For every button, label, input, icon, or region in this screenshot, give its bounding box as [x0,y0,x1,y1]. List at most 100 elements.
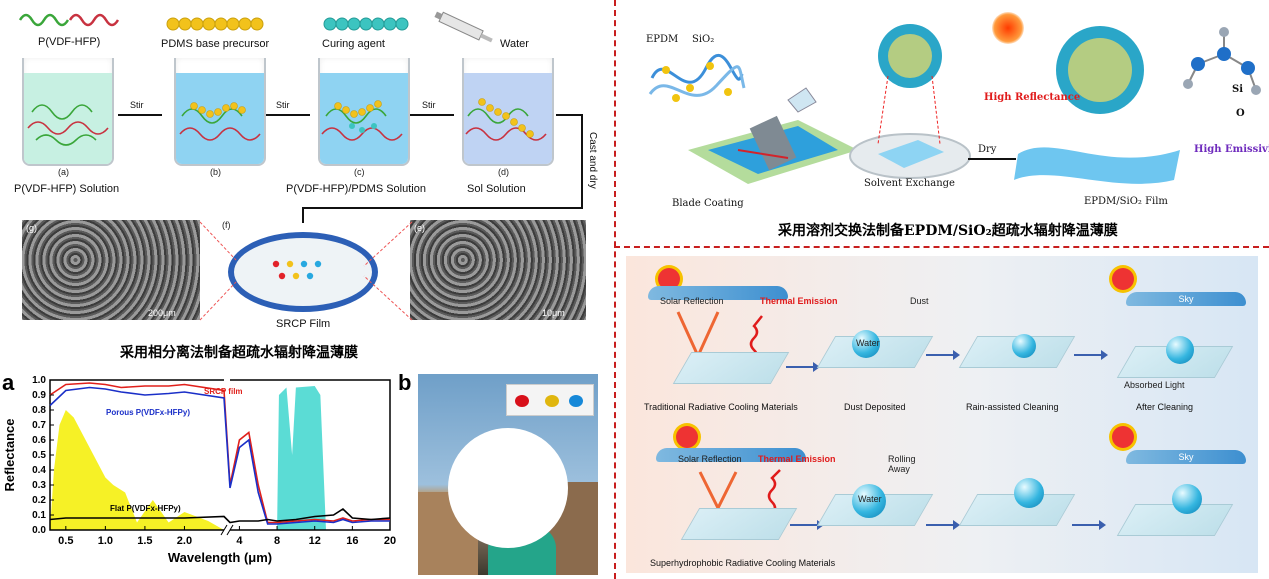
row1-water-label: Water [856,338,880,348]
solvent-exchange-label: Solvent Exchange [864,178,955,189]
stir-label-2: Stir [276,100,290,110]
row2-drop-2 [852,484,886,518]
si-label: Si [1232,84,1244,95]
pdms-beads-icon [166,17,264,31]
top-right-chinese-title: 采用溶剂交换法制备EPDM/SiO₂超疏水辐射降温薄膜 [778,223,1118,239]
y-tick-label-9: 0.9 [32,390,46,401]
sem-image-left [22,220,200,320]
row1-thermal-emission: Thermal Emission [760,296,838,306]
cast-line-v2 [302,207,304,223]
row1-drop-4 [1166,336,1194,364]
sem-left-scale: 200μm [148,308,176,318]
beaker-d [462,58,554,166]
y-tick-label-7: 0.7 [32,420,46,431]
row1-solar-reflection: Solar Reflection [660,296,724,306]
row1-dust-label: Dust [910,296,929,306]
blade-coating-label: Blade Coating [672,198,744,209]
divider-horizontal [614,246,1269,248]
row1-arrow-1 [786,362,820,372]
material-water-label: Water [500,38,529,50]
curing-beads-icon [323,17,409,31]
x-axis-label: Wavelength (μm) [168,550,272,565]
y-tick-label-10: 1.0 [32,375,46,386]
top-right-panel: EPDM SiO₂ Blade Coating Solvent Exchange… [618,0,1269,244]
x-tick-label-6: 12 [309,535,321,547]
high-emissivity-label: High Emissivity [1194,144,1269,155]
atmospheric-window-area [277,386,326,530]
divider-vertical [614,0,616,579]
row1-arrow-3 [1074,350,1108,360]
caption-pvdf-pdms-solution: P(VDF-HFP)/PDMS Solution [286,183,426,195]
y-tick-label-4: 0.4 [32,465,46,476]
solvent-exchange-art [849,24,971,179]
row1-slab-1 [672,352,790,384]
row1-drop-2 [852,330,880,358]
x-tick-label-8: 20 [384,535,396,547]
beaker-d-label: (d) [498,167,509,177]
cast-line-h2 [302,207,583,209]
row2-arrow-1 [790,520,824,530]
legend-label-1: Porous P(VDFx-HFPy) [106,408,190,417]
row1-absorbed-label: Absorbed Light [1124,380,1185,390]
stir-arrow-3 [410,114,454,116]
y-tick-label-0: 0.0 [32,525,46,536]
bottom-right-panel: Solar Reflection Thermal Emission Tradit… [626,256,1258,573]
row2-drop-3 [1014,478,1044,508]
sem-right-label: (e) [414,223,425,233]
cast-line-h [556,114,582,116]
epdm-film-art [1014,26,1180,184]
sem-right-scale: 10μm [542,308,565,318]
row1-sky-arc [648,286,788,300]
panel-a-letter: a [2,370,15,395]
panel-b-letter: b [398,370,412,395]
axis-break-mark-2 [226,524,234,536]
cast-line-v [581,114,583,208]
row2-sky-arc [656,448,806,462]
dry-label: Dry [978,144,997,155]
photo-sample-disc [448,428,568,548]
row1-sun-icon-2 [1112,268,1134,290]
series-line-0 [49,382,390,524]
top-left-chinese-title: 采用相分离法制备超疏水辐射降温薄膜 [120,345,358,361]
axis-break-bottom [224,524,230,536]
row2-arrow-2 [926,520,960,530]
syringe-icon [434,11,493,43]
solar-spectrum-area [50,410,224,530]
beaker-a [22,58,114,166]
axis-break-top [224,374,230,386]
x-tick-label-0: 0.5 [58,535,73,547]
film-droplets-icon [272,260,322,280]
axis-break-mark-1 [220,524,228,536]
caption-pvdf-solution: P(VDF-HFP) Solution [14,183,120,195]
beaker-a-label: (a) [58,167,69,177]
row1-sun-icon [658,268,680,290]
y-tick-label-1: 0.1 [32,510,46,521]
row2-rolling-label: Rolling Away [888,454,916,474]
row1-caption-4: After Cleaning [1136,402,1194,412]
y-tick-label-6: 0.6 [32,435,46,446]
high-reflectance-label: High Reflectance [984,92,1081,103]
photo-inset-droplets [515,395,583,407]
row1-caption-2: Dust Deposited [844,402,906,412]
y-axis-label: Reflectance [2,419,17,492]
caption-sol-solution: Sol Solution [467,183,526,195]
sun-glow-icon [992,12,1024,44]
row2-slab-1 [680,508,798,540]
beaker-contents-art [27,98,547,146]
x-tick-label-5: 8 [274,535,280,547]
beaker-c-label: (c) [354,167,365,177]
row1-caption-1: Traditional Radiative Cooling Materials [644,402,798,412]
molecule-icon [1183,27,1261,95]
legend-label-2: Flat P(VDFx-HFPy) [110,504,181,513]
film-caption: SRCP Film [276,318,331,330]
stir-label-1: Stir [130,100,144,110]
epdm-network-icon [648,53,746,102]
row2-thermal-emission: Thermal Emission [758,454,836,464]
x-tick-label-1: 1.0 [98,535,113,547]
stir-arrow-1 [118,114,162,116]
cast-dry-label: Cast and dry [587,132,598,189]
material-curing-label: Curing agent [322,38,385,50]
row2-sun-icon [676,426,698,448]
row1-arrow-2 [926,350,960,360]
